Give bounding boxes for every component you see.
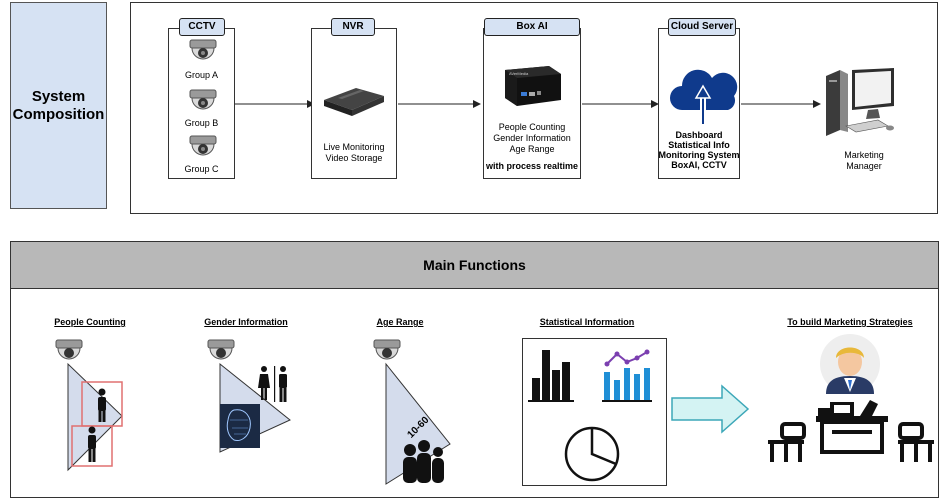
camera-icon-group-a (189, 39, 217, 60)
box-ai-line-gender: Gender Information (493, 133, 571, 143)
desk-icon (816, 400, 888, 454)
person-icon-2 (88, 426, 96, 462)
box-ai-description: People Counting Gender Information Age R… (483, 122, 581, 172)
cctv-group-b-label: Group B (168, 118, 235, 129)
people-counting-text: People Counting (54, 317, 126, 327)
cctv-group-a-label: Group A (168, 70, 235, 81)
cloud-line-boxai-cctv: BoxAI, CCTV (671, 160, 727, 170)
box-ai-line-people-counting: People Counting (498, 122, 566, 132)
cloud-upload-icon (670, 69, 738, 124)
people-counting-illustration (55, 339, 123, 472)
box-ai-line-age-range: Age Range (509, 144, 555, 154)
age-range-illustration: 10-60 (373, 339, 451, 485)
camera-icon-group-c (189, 135, 217, 156)
cctv-group-a-text: Group A (184, 70, 219, 80)
marketing-strategies-text: To build Marketing Strategies (787, 317, 913, 327)
cloud-line-dashboard: Dashboard (675, 130, 723, 140)
cctv-tab: CCTV (179, 18, 225, 36)
system-composition-title-text: System Composition (12, 87, 105, 123)
composition-arrows (235, 100, 821, 108)
box-ai-device-icon: AVerMedia (505, 66, 561, 106)
marketing-strategies-label: To build Marketing Strategies (780, 317, 920, 327)
camera-icon (207, 339, 235, 360)
cloud-server-description: Dashboard Statistical Info Monitoring Sy… (658, 130, 740, 170)
chair-right-icon (898, 422, 934, 462)
nvr-tab-label: NVR (342, 21, 364, 32)
camera-icon (55, 339, 83, 360)
marketing-line-1: Marketing (844, 150, 884, 160)
restroom-icon (258, 366, 287, 402)
cctv-tab-label: CCTV (188, 21, 216, 32)
family-group-icon (403, 440, 444, 483)
statistical-information-box (522, 338, 667, 486)
system-composition-title: System Composition (10, 2, 107, 209)
marketing-manager-label: Marketing Manager (826, 150, 902, 172)
main-functions-title: Main Functions (423, 257, 526, 273)
age-range-label: Age Range (360, 317, 440, 327)
box-ai-line-realtime: with process realtime (485, 161, 579, 171)
cctv-group-c-text: Group C (184, 164, 219, 174)
people-counting-label: People Counting (40, 317, 140, 327)
statistical-information-label: Statistical Information (528, 317, 646, 327)
main-functions-header: Main Functions (10, 241, 939, 289)
system-composition-panel (130, 2, 938, 214)
nvr-device-icon (324, 88, 384, 116)
cloud-line-statistical-info: Statistical Info (668, 140, 730, 150)
camera-icon (373, 339, 401, 360)
computer-icon (826, 68, 894, 136)
pie-chart-icon (564, 426, 620, 482)
big-right-arrow (671, 384, 750, 434)
statistical-charts (528, 349, 652, 482)
cloud-server-tab: Cloud Server (668, 18, 736, 36)
age-range-text: Age Range (376, 317, 424, 327)
cloud-line-monitoring-system: Monitoring System (658, 150, 740, 160)
detection-box-2 (71, 425, 113, 467)
statistical-information-text: Statistical Information (539, 317, 635, 327)
manager-avatar (820, 334, 880, 394)
marketing-line-2: Manager (846, 161, 882, 171)
cctv-group-b-text: Group B (184, 118, 219, 128)
ai-face-image (220, 404, 260, 448)
cctv-group-c-label: Group C (168, 164, 235, 175)
nvr-line-video-storage: Video Storage (325, 153, 383, 163)
nvr-tab: NVR (331, 18, 375, 36)
nvr-line-live-monitoring: Live Monitoring (323, 142, 385, 152)
box-ai-tab: Box AI (484, 18, 580, 36)
bar-chart-icon (528, 350, 574, 402)
trend-chart-icon (602, 349, 652, 402)
chair-left-icon (768, 422, 806, 462)
marketing-strategies-illustration (768, 334, 934, 462)
gender-information-text: Gender Information (204, 317, 288, 327)
camera-icon-group-b (189, 89, 217, 110)
person-icon-1 (98, 388, 106, 422)
box-ai-brand-text: AVerMedia (509, 71, 529, 76)
cloud-server-tab-label: Cloud Server (670, 21, 734, 32)
gender-information-illustration (207, 339, 291, 453)
nvr-description: Live Monitoring Video Storage (311, 142, 397, 164)
box-ai-tab-label: Box AI (516, 21, 548, 32)
gender-information-label: Gender Information (196, 317, 296, 327)
